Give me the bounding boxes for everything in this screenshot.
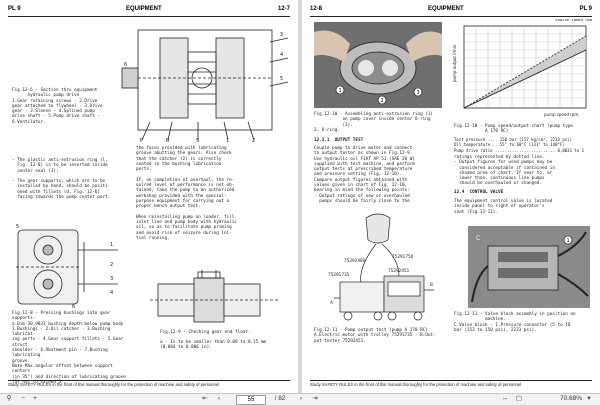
figure-valve-block-photo: 1 C [468,226,590,308]
figure-12-8-gear-supports: 1 2 3 4 5 6 [14,222,124,310]
page-total: / 82 [274,395,286,402]
zoom-in-icon[interactable]: + [33,395,37,402]
control-valve-text: The equipment control valve is located i… [454,199,553,215]
svg-text:75292451: 75292451 [388,268,410,273]
left-document-page: PL 9 EQUIPMENT 12-7 P R S 1 [0,0,298,393]
fit-width-icon[interactable]: ↔ [501,395,509,402]
svg-text:75291735: 75291735 [328,272,350,277]
right-document-page: 12-8 EQUIPMENT PL 9 1 2 3 Fig.12-10 - Asse… [302,0,600,393]
output-rating-notes: ratings represented by dotted line. - Ou… [454,155,555,187]
svg-text:2: 2 [252,138,255,144]
svg-text:4: 4 [280,52,283,58]
figure-12-11-caption: Fig.12-11 - Pump output test (pump A 170… [314,328,436,344]
section-heading-output-test: 12.3.1 OUTPUT TEST [314,138,364,143]
figure-12-11-pump-output-test-rig: 75291735 75292451 75291750 75292480 A B [326,210,438,324]
svg-text:A: A [330,300,333,305]
svg-text:S: S [196,138,199,144]
last-page-icon[interactable]: ⇥ [312,395,318,402]
next-page-icon[interactable]: › [299,395,303,402]
svg-text:1: 1 [567,238,570,244]
chart-caption: Fig.12-10 - Pump speed/output chart (pum… [454,124,573,135]
svg-text:75291750: 75291750 [392,254,414,259]
svg-text:75292480: 75292480 [344,258,366,263]
right-column-text: the faces provided with lubricating groo… [136,146,237,242]
chart-y-axis-label: pump output l/min [452,44,457,82]
left-page-footer: Study SAFETY RULES in the front of this … [8,380,290,387]
left-header-page-number: 12-7 [277,6,290,12]
right-page-header: 12-8 EQUIPMENT PL 9 [310,6,592,17]
svg-text:4: 4 [110,290,113,296]
svg-text:5: 5 [16,224,19,230]
svg-text:C: C [476,235,480,242]
figure-12-9-caption: Fig.12-9 - Checking gear end float. [160,330,251,335]
prev-page-icon[interactable]: ‹ [217,395,221,402]
pump-speed-output-chart: pump output l/min pump speed rpm [452,22,592,118]
svg-text:3: 3 [417,90,420,96]
fit-page-icon[interactable]: ▢ [515,395,523,402]
first-page-icon[interactable]: ⇤ [202,395,208,402]
zoom-level[interactable]: 70.68% [559,395,582,402]
svg-text:1: 1 [226,138,229,144]
left-header-code: PL 9 [8,6,21,12]
svg-text:1: 1 [339,88,342,94]
svg-text:B: B [430,282,433,287]
figure-12-6-section-drawing: P R S 1 2 3 4 5 6 [120,22,292,144]
svg-text:6: 6 [124,62,127,68]
svg-text:3: 3 [110,276,113,282]
right-page-footer: Study SAFETY RULES in the front of this … [310,380,592,387]
chart-top-axis-title: engine speed rpm [555,17,592,22]
zoom-out-icon[interactable]: − [21,395,25,402]
svg-text:2: 2 [381,98,384,104]
figure-12-8-caption: Fig.12-8 - Pressing bushings into gear s… [12,311,126,385]
left-column-text: - The plastic anti-extrusion ring (l, Fi… [12,158,111,201]
svg-text:2: 2 [110,262,113,268]
right-header-page-number: 12-8 [310,6,323,12]
svg-text:3: 3 [280,32,283,38]
svg-text:5: 5 [280,76,283,82]
figure-12-10-photo: 1 2 3 [314,22,442,108]
left-header-section: EQUIPMENT [126,6,162,12]
svg-text:R: R [166,138,170,144]
test-specifications: Test pressure .... 150 bar (157 kg/cm², … [454,137,585,153]
right-header-code: PL 9 [579,6,592,12]
left-page-header: PL 9 EQUIPMENT 12-7 [8,6,290,17]
chart-x-axis-label: pump speed rpm [544,112,578,117]
figure-12-9-note: a - Is to be smaller than 0.09 to 0.15 m… [160,340,267,351]
svg-text:6: 6 [72,304,75,310]
figure-12-9-gear-end-float [150,270,278,328]
search-icon[interactable]: ⚲ [6,395,12,402]
section-heading-control-valve: 12.4 CONTROL VALVE [454,190,504,195]
pdf-viewer-toolbar: ⚲ − + ⇤ ‹ / 82 › ⇥ ↔ ▢ 70.68% ▾ [0,393,600,405]
chevron-down-icon[interactable]: ▾ [587,395,591,402]
valve-block-caption: Fig.12-11 - Valve block assembly in posi… [454,312,576,333]
figure-12-6-caption: Fig.12-6 - Section thru equipment hydrau… [12,88,103,125]
right-header-section: EQUIPMENT [428,6,464,12]
fig6-label-p: P [140,138,143,144]
output-test-text: Couple pump to drive motor and connect t… [314,146,415,204]
svg-text:1: 1 [110,242,113,248]
figure-12-10-caption: Fig.12-10 - Assembling anti-extrusion ri… [314,112,433,133]
